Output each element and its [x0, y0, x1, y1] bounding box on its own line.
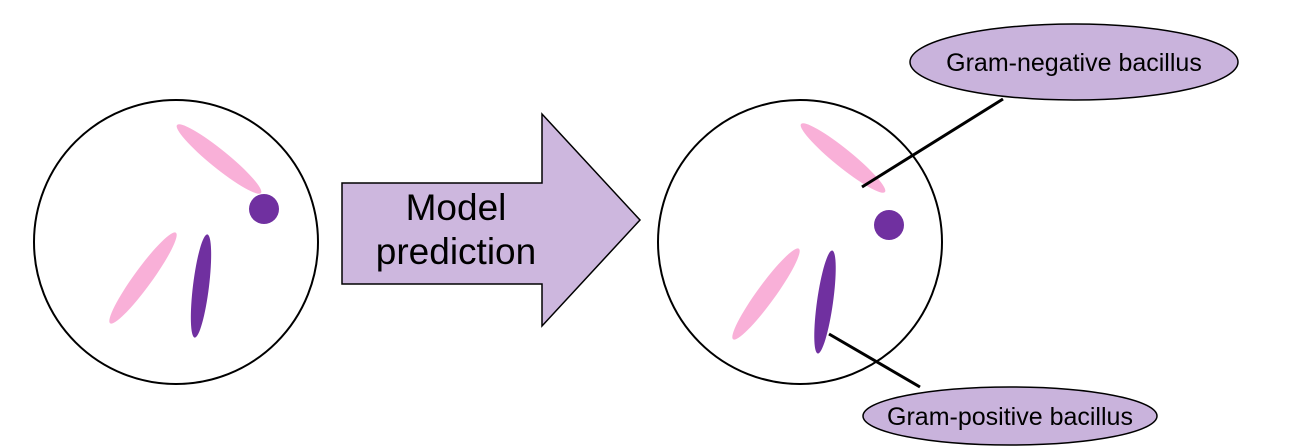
gram-negative-label: Gram-negative bacillus: [946, 49, 1202, 77]
arrow-shape: [341, 112, 642, 328]
output-view-circle: [657, 99, 943, 385]
input-pink-bacillus-top: [176, 124, 262, 194]
output-purple-bacillus: [814, 250, 836, 354]
gram-negative-callout: Gram-negative bacillus: [909, 23, 1239, 101]
gram-positive-callout: Gram-positive bacillus: [862, 386, 1158, 446]
gram-positive-leader-line: [828, 332, 921, 389]
gram-negative-callout-bubble: [909, 23, 1239, 101]
input-view-circle: [33, 99, 319, 385]
output-pink-bacillus-bottom: [732, 248, 800, 340]
output-microscope-view: [657, 99, 943, 385]
output-pink-bacillus-top: [800, 123, 886, 193]
input-pink-bacillus-bottom: [109, 232, 177, 324]
gram-negative-leader-line: [861, 97, 1004, 189]
model-prediction-arrow: Model prediction: [341, 112, 642, 328]
output-purple-coccus: [874, 210, 904, 240]
input-purple-coccus: [249, 194, 279, 224]
gram-positive-label: Gram-positive bacillus: [887, 403, 1133, 431]
input-microscope-view: [33, 99, 319, 385]
gram-positive-callout-bubble: [862, 386, 1158, 446]
input-purple-bacillus: [190, 234, 212, 338]
arrow-label-line2: prediction: [376, 231, 536, 272]
arrow-label-line1: Model: [406, 187, 507, 228]
